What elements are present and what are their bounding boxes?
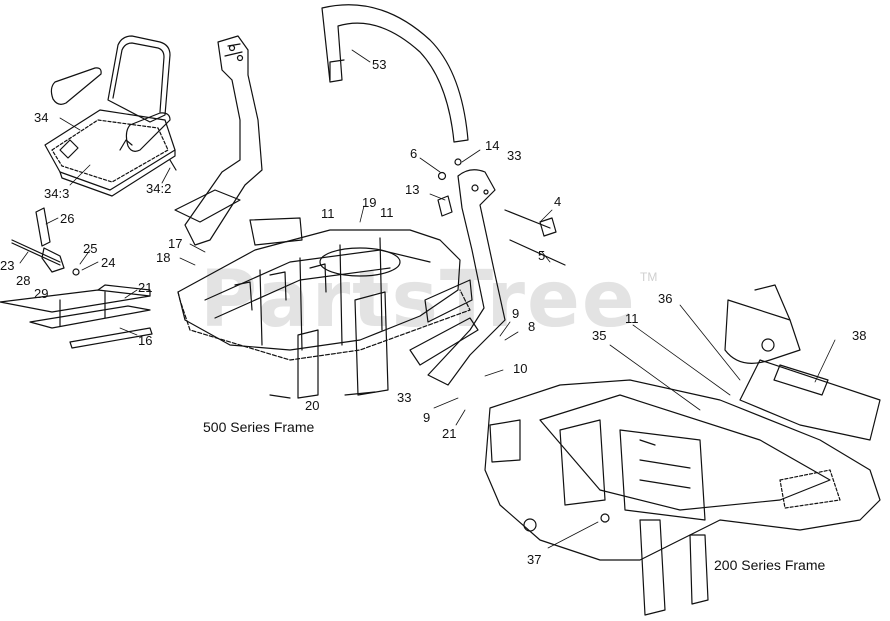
callout-20: 20 bbox=[305, 398, 320, 413]
callout-9b: 9 bbox=[423, 410, 431, 425]
callout-10: 10 bbox=[513, 361, 528, 376]
callout-16: 16 bbox=[138, 333, 153, 348]
callout-34-2: 34:2 bbox=[146, 181, 172, 196]
lever-parts bbox=[0, 207, 153, 349]
caption-200-series-frame: 200 Series Frame bbox=[714, 557, 826, 573]
callout-11c: 11 bbox=[625, 311, 639, 326]
callout-26: 26 bbox=[60, 211, 75, 226]
callout-53: 53 bbox=[372, 57, 387, 72]
callout-11b: 11 bbox=[380, 205, 394, 220]
rops-upright-right bbox=[409, 158, 566, 386]
callout-23: 23 bbox=[0, 258, 15, 273]
seat-assembly bbox=[44, 35, 177, 197]
callout-34: 34 bbox=[34, 110, 49, 125]
callout-17: 17 bbox=[168, 236, 183, 251]
callout-13: 13 bbox=[405, 182, 420, 197]
callout-25: 25 bbox=[83, 241, 98, 256]
callout-19: 19 bbox=[362, 195, 377, 210]
callout-36: 36 bbox=[658, 291, 673, 306]
callout-24: 24 bbox=[101, 255, 116, 270]
callout-14: 14 bbox=[485, 138, 500, 153]
trademark-mark: TM bbox=[640, 270, 658, 284]
frame-500-series bbox=[177, 217, 473, 399]
callout-11a: 11 bbox=[321, 206, 335, 221]
callout-21b: 21 bbox=[442, 426, 457, 441]
caption-500-series-frame: 500 Series Frame bbox=[203, 419, 315, 435]
callout-33b: 33 bbox=[507, 148, 522, 163]
rops-upright-left bbox=[174, 35, 263, 246]
callout-35: 35 bbox=[592, 328, 607, 343]
callout-38: 38 bbox=[852, 328, 867, 343]
callout-8: 8 bbox=[528, 319, 536, 334]
frame-200-series bbox=[484, 284, 881, 616]
callout-28: 28 bbox=[16, 273, 31, 288]
callout-5: 5 bbox=[538, 248, 546, 263]
callout-6: 6 bbox=[410, 146, 418, 161]
callout-21a: 21 bbox=[138, 280, 153, 295]
leader-lines bbox=[19, 49, 836, 549]
rops-hoop bbox=[321, 4, 469, 143]
callout-9a: 9 bbox=[512, 306, 520, 321]
callout-29: 29 bbox=[34, 286, 49, 301]
callout-33a: 33 bbox=[397, 390, 412, 405]
callout-18: 18 bbox=[156, 250, 171, 265]
callout-4: 4 bbox=[554, 194, 562, 209]
callout-37: 37 bbox=[527, 552, 542, 567]
callout-34-3: 34:3 bbox=[44, 186, 70, 201]
